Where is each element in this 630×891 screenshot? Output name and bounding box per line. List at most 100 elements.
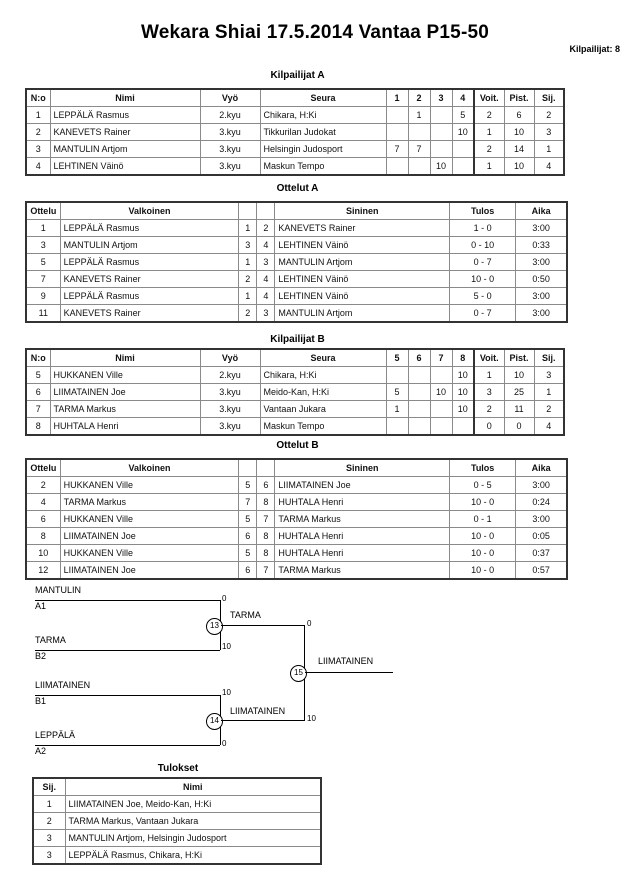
col-rank: Sij. [533, 88, 565, 107]
cell-time: 0:50 [515, 270, 568, 288]
cell-match-score-1 [385, 417, 409, 436]
cell-white-name: TARMA Markus [59, 493, 240, 511]
col-wins: Voit. [473, 348, 505, 367]
cell-match-score-2: 7 [407, 140, 431, 158]
cell-blue-name: MANTULIN Artjom [274, 304, 451, 323]
elimination-bracket: MANTULIN A1 0 TARMA B2 10 13 TARMA 0 LII… [0, 580, 630, 760]
cell-blue-number: 7 [256, 510, 276, 528]
cell-match-no: 4 [25, 493, 61, 511]
bracket-match-node-13[interactable]: 13 [206, 618, 223, 635]
col-number: N:o [25, 348, 51, 367]
cell-white-number: 2 [238, 270, 258, 288]
cell-match-no: 10 [25, 544, 61, 562]
table-header-row: N:o Nimi Vyö Seura 5 6 7 8 Voit. Pist. S… [25, 348, 565, 367]
cell-belt: 3.kyu [199, 123, 261, 141]
cell-match-score-3: 10 [429, 383, 453, 401]
cell-white-number: 2 [238, 304, 258, 323]
cell-blue-name: KANEVETS Rainer [274, 219, 451, 237]
cell-match-no: 11 [25, 304, 61, 323]
cell-points: 25 [503, 383, 535, 401]
cell-result: 1 - 0 [449, 219, 517, 237]
bracket-line-seed-4 [35, 745, 220, 746]
cell-rank: 4 [533, 157, 565, 176]
cell-result: 0 - 1 [449, 510, 517, 528]
pool-a-caption: Kilpailijat A [270, 70, 325, 81]
pool-a-table: N:o Nimi Vyö Seura 1 2 3 4 Voit. Pist. S… [25, 88, 565, 176]
table-header-row: N:o Nimi Vyö Seura 1 2 3 4 Voit. Pist. S… [25, 88, 565, 107]
col-number: N:o [25, 88, 51, 107]
cell-rank: 3 [533, 366, 565, 384]
bracket-line-semi-2-out [221, 720, 305, 721]
cell-match-score-4: 10 [451, 400, 475, 418]
cell-blue-number: 4 [256, 270, 276, 288]
cell-white-name: LEPPÄLÄ Rasmus [59, 219, 240, 237]
cell-match-no: 9 [25, 287, 61, 305]
cell-match-score-4: 5 [451, 106, 475, 124]
cell-number: 1 [25, 106, 51, 124]
bracket-line-seed-2 [35, 650, 220, 651]
cell-name: HUKKANEN Ville [49, 366, 201, 384]
cell-belt: 3.kyu [199, 140, 261, 158]
bracket-match-node-14[interactable]: 14 [206, 713, 223, 730]
col-white-no [238, 458, 258, 477]
col-blue: Sininen [274, 201, 451, 220]
cell-time: 3:00 [515, 476, 568, 494]
cell-result: 10 - 0 [449, 544, 517, 562]
col-club: Seura [259, 88, 387, 107]
cell-wins: 2 [473, 400, 505, 418]
cell-wins: 1 [473, 157, 505, 176]
col-result: Tulos [449, 201, 517, 220]
bracket-seed-label-2: B2 [35, 651, 47, 661]
col-blue-no [256, 458, 276, 477]
cell-blue-name: LEHTINEN Väinö [274, 270, 451, 288]
cell-blue-number: 7 [256, 561, 276, 580]
cell-match-score-4: 10 [451, 123, 475, 141]
cell-result: 10 - 0 [449, 270, 517, 288]
cell-match-no: 12 [25, 561, 61, 580]
cell-rank: 3 [32, 846, 66, 865]
bracket-line-semi-1-out [221, 625, 305, 626]
bracket-match-node-15[interactable]: 15 [290, 665, 307, 682]
cell-match-score-4 [451, 417, 475, 436]
bracket-seed-name-3: LIIMATAINEN [35, 680, 91, 690]
col-name: Nimi [64, 777, 322, 796]
col-white-no [238, 201, 258, 220]
col-result: Tulos [449, 458, 517, 477]
cell-result: 5 - 0 [449, 287, 517, 305]
col-match-no: Ottelu [25, 201, 61, 220]
cell-match-score-3 [429, 400, 453, 418]
cell-club: Chikara, H:Ki [259, 366, 387, 384]
cell-club: Maskun Tempo [259, 417, 387, 436]
cell-rank: 1 [533, 140, 565, 158]
bracket-line-final-out [305, 672, 393, 673]
col-blue: Sininen [274, 458, 451, 477]
cell-blue-number: 2 [256, 219, 276, 237]
cell-blue-number: 3 [256, 253, 276, 271]
cell-rank: 1 [533, 383, 565, 401]
cell-name: LIIMATAINEN Joe [49, 383, 201, 401]
col-points: Pist. [503, 88, 535, 107]
col-belt: Vyö [199, 348, 261, 367]
cell-white-name: KANEVETS Rainer [59, 304, 240, 323]
cell-blue-number: 3 [256, 304, 276, 323]
cell-match-score-3 [429, 106, 453, 124]
cell-blue-number: 8 [256, 544, 276, 562]
cell-name: TARMA Markus [49, 400, 201, 418]
cell-match-score-1: 7 [385, 140, 409, 158]
col-white: Valkoinen [59, 201, 240, 220]
cell-match-no: 7 [25, 270, 61, 288]
table-header-row: Ottelu Valkoinen Sininen Tulos Aika [25, 201, 568, 220]
cell-white-number: 5 [238, 544, 258, 562]
bracket-semi-winner-1: TARMA [230, 610, 261, 620]
cell-name: HUHTALA Henri [49, 417, 201, 436]
cell-match-score-2 [407, 366, 431, 384]
col-name: Nimi [49, 88, 201, 107]
bracket-line-seed-3 [35, 695, 220, 696]
col-points: Pist. [503, 348, 535, 367]
cell-points: 10 [503, 157, 535, 176]
